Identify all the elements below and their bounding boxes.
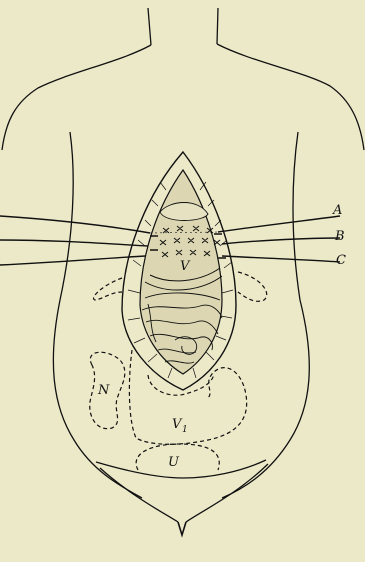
groin-left — [100, 468, 178, 522]
crotch — [178, 522, 186, 535]
left-shoulder — [2, 45, 151, 150]
label-u: U — [168, 455, 180, 470]
label-a: A — [332, 203, 342, 218]
label-c: C — [336, 253, 346, 268]
incision — [122, 152, 236, 390]
label-v: V — [180, 259, 191, 274]
region-right-kidney — [238, 272, 267, 301]
neck-left — [148, 8, 151, 45]
right-shoulder — [217, 44, 364, 150]
label-v1-sub: 1 — [182, 425, 188, 435]
label-n: N — [97, 383, 110, 398]
pubic-curve — [96, 460, 266, 478]
label-b: B — [334, 229, 345, 244]
neck-right — [217, 8, 218, 44]
region-left-kidney — [94, 278, 122, 300]
